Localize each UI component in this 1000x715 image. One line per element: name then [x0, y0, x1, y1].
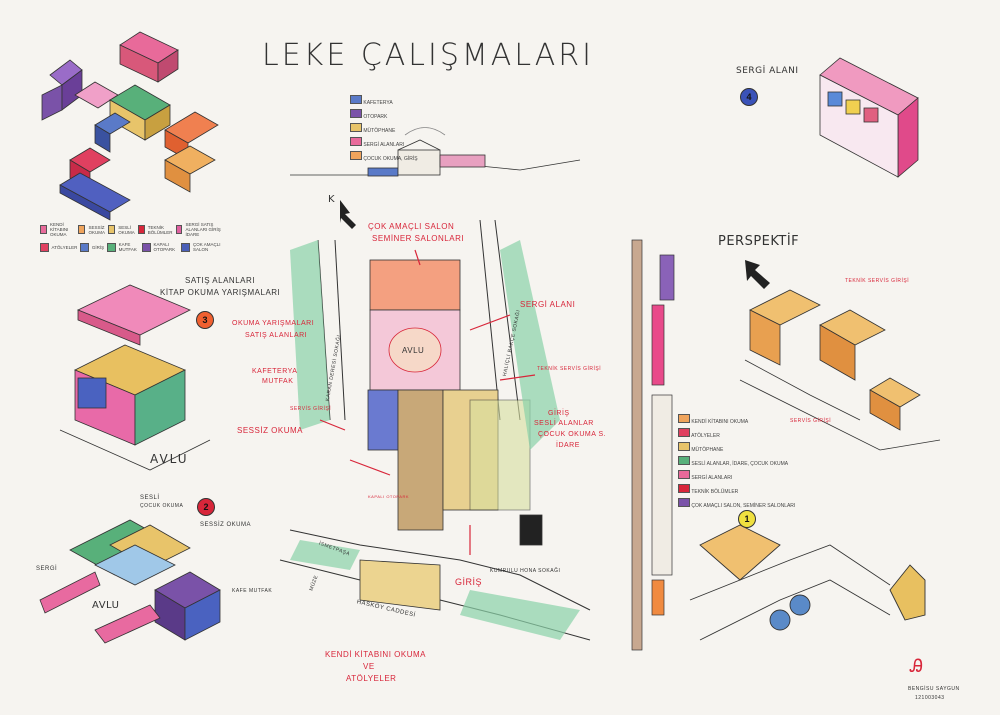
number-badge-1: 1	[738, 510, 756, 528]
section-legend: KAFETERYA OTOPARK MÜTÖPHANE SERGİ ALANLA…	[350, 95, 418, 165]
perspektif-label: PERSPEKTİF	[718, 234, 800, 249]
site-giris-main: GİRİŞ	[455, 577, 483, 587]
site-kendi-2: VE	[363, 662, 375, 671]
perspective-arrow	[745, 260, 770, 289]
number-badge-2: 2	[197, 498, 215, 516]
block2-avlu: AVLU	[92, 600, 120, 611]
north-arrow	[340, 200, 356, 229]
sergi-alani-iso	[819, 57, 919, 178]
site-okuma-yar: OKUMA YARIŞMALARI	[232, 320, 315, 327]
site-sergi-alani: SERGİ ALANI	[520, 300, 576, 309]
block2-sesli: SESLİ	[140, 495, 160, 501]
legend-item: SERGİ ALANLARI	[363, 142, 405, 148]
signature-mark: Ꭿ	[910, 656, 924, 676]
iso-exploded-diagram	[41, 31, 219, 221]
right-legend: KENDİ KİTABINI OKUMA ATÖLYELER MÜTÖPHANE…	[678, 414, 795, 512]
site-cocuk: ÇOCUK OKUMA S.	[538, 431, 607, 438]
site-idare: İDARE	[556, 442, 580, 449]
block2-kafe: KAFE MUTFAK	[232, 588, 273, 594]
legend-item: KAFE MUTFAK	[118, 242, 137, 252]
legend-item: MÜTÖPHANE	[691, 447, 724, 453]
section-sketch	[290, 127, 581, 177]
legend-item: ÇOK AMAÇLI SALON	[193, 242, 221, 252]
legend-item: SERGİ SATIŞ ALANLARI GİRİŞ İDARE	[185, 222, 221, 237]
site-cok-amacli: ÇOK AMAÇLI SALON	[368, 222, 455, 231]
legend-item: SESLİ OKUMA	[118, 224, 135, 235]
site-buildings	[359, 259, 543, 611]
legend-item: ÇOCUK OKUMA, GİRİŞ	[363, 156, 418, 162]
site-sesli-alan: SESLİ ALANLAR	[534, 420, 594, 427]
legend-item: SESLİ ALANLAR, İDARE, ÇOCUK OKUMA	[691, 461, 789, 467]
legend-item: KAPALI OTOPARK	[153, 242, 176, 252]
site-teknik: TEKNİK SERVİS GİRİŞİ	[537, 366, 602, 372]
legend-item: SESSİZ OKUMA	[88, 224, 105, 235]
block2-iso	[39, 519, 221, 644]
site-servis-giris: SERVİS GİRİŞİ	[290, 406, 332, 412]
site-kafeterya: KAFETERYA	[252, 368, 298, 375]
legend-item: GİRİŞ	[91, 244, 105, 250]
legend-item: ATÖLYELER	[51, 244, 78, 250]
right-elevation-strip	[631, 239, 675, 651]
number-badge-3: 3	[196, 311, 214, 329]
satis-label-1: SATIŞ ALANLARI	[185, 276, 255, 285]
site-kendi-3: ATÖLYELER	[346, 674, 397, 683]
satis-avlu-label: AVLU	[150, 452, 189, 466]
site-kapali-otopark: KAPALI OTOPARK	[368, 494, 410, 499]
red-arrows	[319, 249, 536, 555]
legend-item: TEKNİK BÖLÜMLER	[691, 489, 739, 495]
block2-sergi: SERGİ	[36, 566, 58, 572]
site-sessiz: SESSİZ OKUMA	[237, 426, 304, 435]
number-badge-4: 4	[740, 88, 758, 106]
block2-sesli-sub: ÇOCUK OKUMA	[140, 503, 184, 509]
street-perspective	[689, 524, 926, 641]
site-seminer: SEMİNER SALONLARI	[372, 234, 465, 243]
north-label: K	[328, 194, 336, 205]
site-satis-alan: SATIŞ ALANLARI	[245, 332, 308, 339]
teknik-servis-label: TEKNİK SERVİS GİRİŞİ	[845, 278, 910, 284]
legend-item: OTOPARK	[363, 114, 388, 120]
site-landscape	[290, 240, 580, 640]
legend-item: SERGİ ALANLARI	[691, 475, 733, 481]
site-avlu: AVLU	[402, 346, 425, 355]
site-mutfak: MUTFAK	[262, 378, 294, 385]
servis-giris-label: SERVİS GİRİŞİ	[790, 418, 832, 424]
site-kendi-1: KENDİ KİTABINI OKUMA	[325, 650, 426, 659]
satis-label-2: KİTAP OKUMA YARIŞMALARI	[160, 288, 281, 297]
sergi-alani-label: SERGİ ALANI	[736, 66, 799, 76]
legend-item: MÜTÖPHANE	[363, 128, 396, 134]
satis-iso	[59, 284, 211, 471]
author-name: BENGİSU SAYGUN	[908, 686, 960, 692]
legend-item: TEKNİK BÖLÜMLER	[147, 224, 173, 235]
legend-item: KENDİ KİTABINI OKUMA	[691, 419, 749, 425]
legend-item: ATÖLYELER	[691, 433, 720, 439]
legend-item: KENDİ KİTABINI OKUMA	[49, 222, 69, 237]
page-title: LEKE ÇALIŞMALARI	[262, 38, 594, 73]
street-kumrulu: KUMRULU HONA SOKAĞI	[490, 568, 561, 574]
author-id: 121003043	[915, 695, 945, 701]
legend-item: ÇOK AMAÇLI SALON, SEMİNER SALONLARI	[691, 503, 796, 509]
block2-sessiz-okuma: SESSİZ OKUMA	[200, 522, 252, 528]
perspective-block	[739, 289, 941, 451]
legend-item: KAFETERYA	[363, 100, 393, 106]
site-giris: GİRİŞ	[548, 410, 570, 417]
